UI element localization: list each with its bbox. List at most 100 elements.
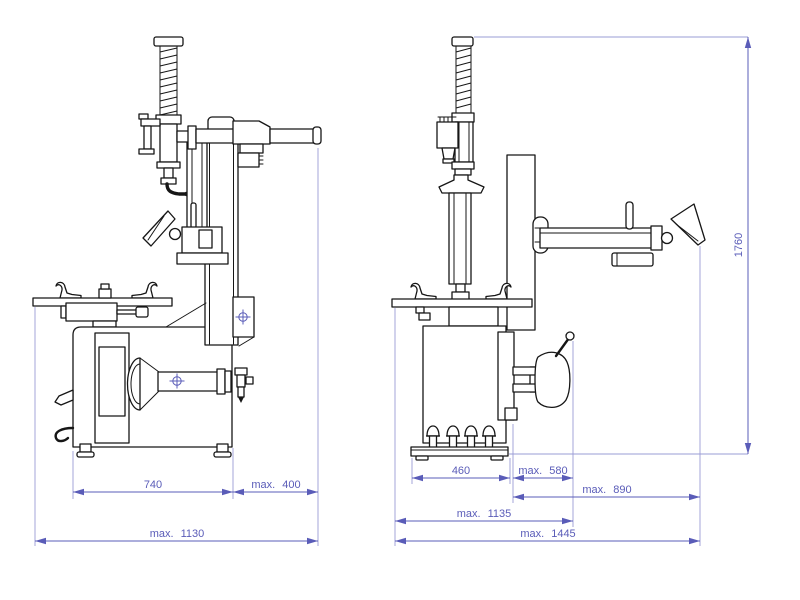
dim-max-1445-label: max. 1445: [520, 528, 575, 540]
duck-head-tool: [438, 174, 485, 194]
rim-clamp-left: [410, 282, 437, 300]
side-swing-arm: [532, 201, 706, 267]
dim-max-580: max. 580: [513, 465, 573, 482]
screw-cap: [451, 36, 474, 47]
head-bracket-inner: [198, 229, 213, 249]
side-bead-breaker: [512, 331, 575, 409]
cylinder-flange-cap: [224, 370, 232, 393]
rod-end: [135, 306, 149, 318]
spindle-neck: [455, 283, 466, 293]
arm-blade-edge: [675, 223, 699, 242]
front-screw-assembly: [138, 36, 189, 197]
side-base: [410, 446, 509, 461]
head-blade-edge: [147, 215, 165, 241]
cabinet: [422, 325, 507, 444]
door-inner: [98, 346, 126, 417]
front-view: [32, 36, 322, 458]
dim-460: 460: [412, 465, 510, 482]
air-lubricator: [234, 367, 254, 403]
bell-mouth: [126, 357, 141, 411]
lock-teeth: [258, 155, 264, 165]
head-roller: [168, 227, 182, 241]
arm-lever: [625, 201, 634, 230]
mount-hook: [165, 182, 187, 196]
breaker-lever: [554, 336, 571, 358]
dim-max-400: max. 400: [233, 479, 318, 496]
dim-max-400-label: max. 400: [251, 479, 300, 491]
bell-inner-arc: [130, 363, 141, 405]
center-hub-cap: [100, 283, 110, 290]
center-hub: [98, 288, 112, 299]
pedestal: [92, 320, 117, 328]
power-cable: [54, 426, 75, 443]
foot-right: [216, 443, 229, 453]
foot-left: [79, 443, 92, 453]
screw-lower-collar: [156, 161, 181, 169]
dim-460-label: 460: [452, 465, 470, 477]
breaker-lever-knob: [565, 331, 575, 341]
front-under-table: [60, 302, 149, 328]
side-screw-assembly: [436, 36, 485, 194]
bracket-chamfer: [238, 336, 255, 347]
lock-pin: [190, 202, 197, 229]
clamp-cylinder: [65, 302, 118, 322]
base-plate: [410, 446, 509, 457]
side-tab: [54, 389, 74, 406]
side-body: [422, 325, 518, 444]
screw-flare: [160, 177, 177, 185]
breaker-wing: [534, 351, 571, 409]
rim-clamp-right: [131, 281, 158, 299]
base-pad-right: [490, 455, 504, 461]
arm-lock-housing: [232, 120, 271, 145]
front-body: [54, 326, 254, 458]
screw-body: [159, 123, 178, 163]
rim-clamp-left: [55, 281, 82, 299]
head-plate: [176, 252, 229, 265]
arm-end-bracket: [650, 225, 663, 251]
arm-end-cap: [312, 126, 322, 145]
cylinder-cap: [60, 305, 67, 319]
fork-bar-upper: [512, 366, 539, 376]
foot-left-pad: [76, 451, 95, 458]
dim-1760: 1760: [733, 37, 752, 454]
dim-740: 740: [73, 479, 233, 496]
table-top: [391, 298, 533, 308]
base-pad-left: [415, 455, 429, 461]
screw-neck: [163, 167, 174, 179]
swing-arm-beam: [539, 227, 654, 249]
tower-brace: [165, 302, 207, 328]
lock-block-upper: [239, 143, 264, 154]
arm-blade: [670, 203, 706, 246]
head-blade: [142, 210, 176, 247]
side-clamp-box: [436, 116, 459, 164]
front-mount-head: [142, 202, 229, 265]
front-horizontal-arm: [176, 120, 322, 168]
arm-right-segment: [269, 128, 316, 144]
side-panel: [497, 331, 515, 421]
dim-max-1135: max. 1135: [395, 508, 573, 525]
side-under-table: [415, 306, 499, 327]
screw-cap: [153, 36, 184, 47]
threaded-rod: [159, 45, 178, 116]
bell-cone: [139, 357, 160, 411]
front-clamp-handle: [138, 113, 161, 155]
under-arm-cylinder: [611, 252, 654, 267]
dim-1760-label: 1760: [733, 233, 745, 257]
arm-flange: [187, 125, 197, 150]
threaded-rod: [455, 45, 472, 114]
dimension-layer: 740 max. 400 max. 1130 460 max. 580 max.…: [34, 36, 752, 546]
dim-max-1130: max. 1130: [35, 528, 318, 545]
cylinder-flange: [216, 368, 226, 395]
side-vertical-arm: [448, 192, 472, 301]
head-collar-lower: [454, 168, 472, 176]
dim-max-580-label: max. 580: [518, 465, 567, 477]
hex-bar: [448, 192, 472, 285]
lock-block-lower: [237, 152, 260, 168]
side-view: [391, 36, 706, 461]
dim-max-1130-label: max. 1130: [150, 528, 205, 540]
dim-max-1445: max. 1445: [395, 528, 700, 545]
head-collar-upper: [451, 161, 475, 170]
dim-max-1135-label: max. 1135: [457, 508, 512, 520]
